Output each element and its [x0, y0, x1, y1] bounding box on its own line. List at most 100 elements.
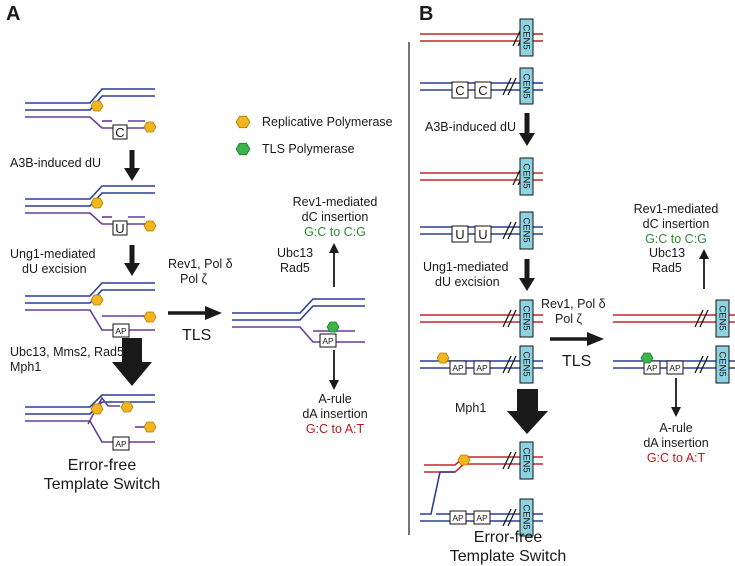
ubc13-label: Ubc13	[277, 246, 313, 260]
b-template-switch-pair-1: CEN5	[424, 441, 543, 480]
panel-a-label: A	[6, 3, 20, 25]
ung1-excision-label-line1: Ung1-mediated	[10, 247, 96, 261]
replicative-polymerase-icon	[143, 121, 157, 133]
b-rev1-result: G:C to C:G	[645, 232, 707, 246]
chromosome-pair-1: CEN5	[420, 18, 543, 57]
cytosine-base: C	[478, 83, 487, 98]
b-arule-label-line1: A-rule	[659, 421, 692, 435]
centromere-label: CEN5	[716, 305, 727, 330]
rev1-result: G:C to C:G	[304, 225, 366, 239]
replicative-polymerase-icon	[235, 115, 251, 129]
b-template-switch-arrow	[507, 389, 548, 434]
replicative-polymerase-icon	[143, 421, 157, 433]
b-arule-label-line2: dA insertion	[643, 436, 708, 450]
chromosome-pair-3: CEN5	[420, 157, 543, 196]
replicative-polymerase-icon	[457, 454, 471, 466]
replicative-polymerase-icon	[120, 401, 134, 413]
rad5-label: Rad5	[280, 261, 310, 275]
abasic-site: AP	[115, 326, 127, 336]
b-tls-label: TLS	[562, 353, 591, 370]
b-template-switch-pair-2: CEN5 AP AP	[420, 471, 543, 537]
uracil-base: U	[455, 227, 464, 242]
b-template-switch-label: Template Switch	[450, 548, 567, 565]
step-arrow-1	[124, 150, 140, 181]
replicative-polymerase-icon	[436, 352, 450, 364]
replicative-polymerase-icon	[143, 311, 157, 323]
tls-factors-line1: Rev1, Pol δ	[168, 257, 233, 271]
abasic-site: AP	[476, 513, 488, 523]
centromere-label: CEN5	[716, 351, 727, 376]
ts-factors-line2: Mph1	[10, 360, 41, 374]
b-tls-pair-1: CEN5	[613, 299, 735, 338]
centromere-label: CEN5	[520, 504, 531, 529]
b-tls-factors-line2: Pol ζ	[555, 312, 583, 326]
replicative-polymerase-icon	[90, 294, 104, 306]
tls-factors-line2: Pol ζ	[180, 272, 208, 286]
chromosome-pair-4: CEN5 U U	[420, 211, 543, 250]
b-step-arrow-2	[519, 259, 535, 291]
centromere-label: CEN5	[520, 447, 531, 472]
b-tls-pair-2: CEN5 AP AP	[613, 345, 735, 384]
a3b-induced-du-label: A3B-induced dU	[10, 156, 101, 170]
template-switch-fork: AP	[25, 394, 157, 451]
template-switch-label: Template Switch	[44, 476, 161, 493]
centromere-label: CEN5	[520, 163, 531, 188]
replication-fork-1: C	[25, 88, 157, 140]
centromere-label: CEN5	[520, 351, 531, 376]
cytosine-base: C	[455, 83, 464, 98]
b-mph1-label: Mph1	[455, 401, 486, 415]
replicative-polymerase-icon	[143, 220, 157, 232]
replication-fork-3: AP	[25, 282, 157, 338]
b-step-arrow-1	[519, 113, 535, 146]
abasic-site: AP	[476, 363, 488, 373]
step-arrow-2	[124, 245, 140, 276]
tls-polymerase-icon	[235, 142, 251, 156]
abasic-site: AP	[452, 513, 464, 523]
legend: Replicative Polymerase TLS Polymerase	[235, 115, 393, 156]
arule-label-line1: A-rule	[318, 392, 351, 406]
b-tls-factors-line1: Rev1, Pol δ	[541, 297, 606, 311]
replicative-polymerase-icon	[90, 100, 104, 112]
b-ung1-label-line1: Ung1-mediated	[423, 260, 509, 274]
b-rev1-label-line2: dC insertion	[643, 217, 710, 231]
uracil-base: U	[115, 221, 124, 236]
b-arule-result: G:C to A:T	[647, 451, 706, 465]
b-ubc13-label: Ubc13	[649, 246, 685, 260]
chromosome-pair-5: CEN5	[420, 299, 543, 338]
tls-arrow	[168, 306, 222, 320]
replication-fork-2: U	[25, 185, 157, 236]
ung1-excision-label-line2: dU excision	[22, 262, 87, 276]
chromosome-pair-6: CEN5 AP AP	[420, 345, 543, 384]
error-free-label: Error-free	[68, 457, 137, 474]
abasic-site: AP	[452, 363, 464, 373]
centromere-label: CEN5	[520, 305, 531, 330]
centromere-label: CEN5	[520, 217, 531, 242]
replicative-polymerase-icon	[90, 403, 104, 415]
legend-replicative: Replicative Polymerase	[262, 115, 393, 129]
b-a3b-induced-du-label: A3B-induced dU	[425, 120, 516, 134]
ts-factors-line1: Ubc13, Mms2, Rad5	[10, 345, 124, 359]
legend-tls: TLS Polymerase	[262, 142, 354, 156]
tls-polymerase-icon	[640, 352, 654, 364]
centromere-label: CEN5	[520, 24, 531, 49]
panel-b-label: B	[419, 3, 433, 25]
b-rev1-label-line1: Rev1-mediated	[634, 202, 719, 216]
abasic-site: AP	[322, 336, 334, 346]
abasic-site: AP	[669, 363, 681, 373]
tls-polymerase-icon	[326, 321, 340, 333]
arule-result: G:C to A:T	[306, 422, 365, 436]
rev1-label-line2: dC insertion	[302, 210, 369, 224]
chromosome-pair-2: CEN5 C C	[420, 67, 543, 105]
cytosine-base: C	[115, 125, 124, 140]
b-rad5-label: Rad5	[652, 261, 682, 275]
template-switch-arrow	[112, 338, 152, 386]
abasic-site: AP	[115, 439, 127, 449]
b-tls-arrow	[550, 332, 604, 346]
tls-label: TLS	[182, 327, 211, 344]
rev1-label-line1: Rev1-mediated	[293, 195, 378, 209]
uracil-base: U	[478, 227, 487, 242]
b-error-free-label: Error-free	[474, 529, 543, 546]
centromere-label: CEN5	[520, 73, 531, 98]
tls-fork: AP	[232, 298, 365, 348]
